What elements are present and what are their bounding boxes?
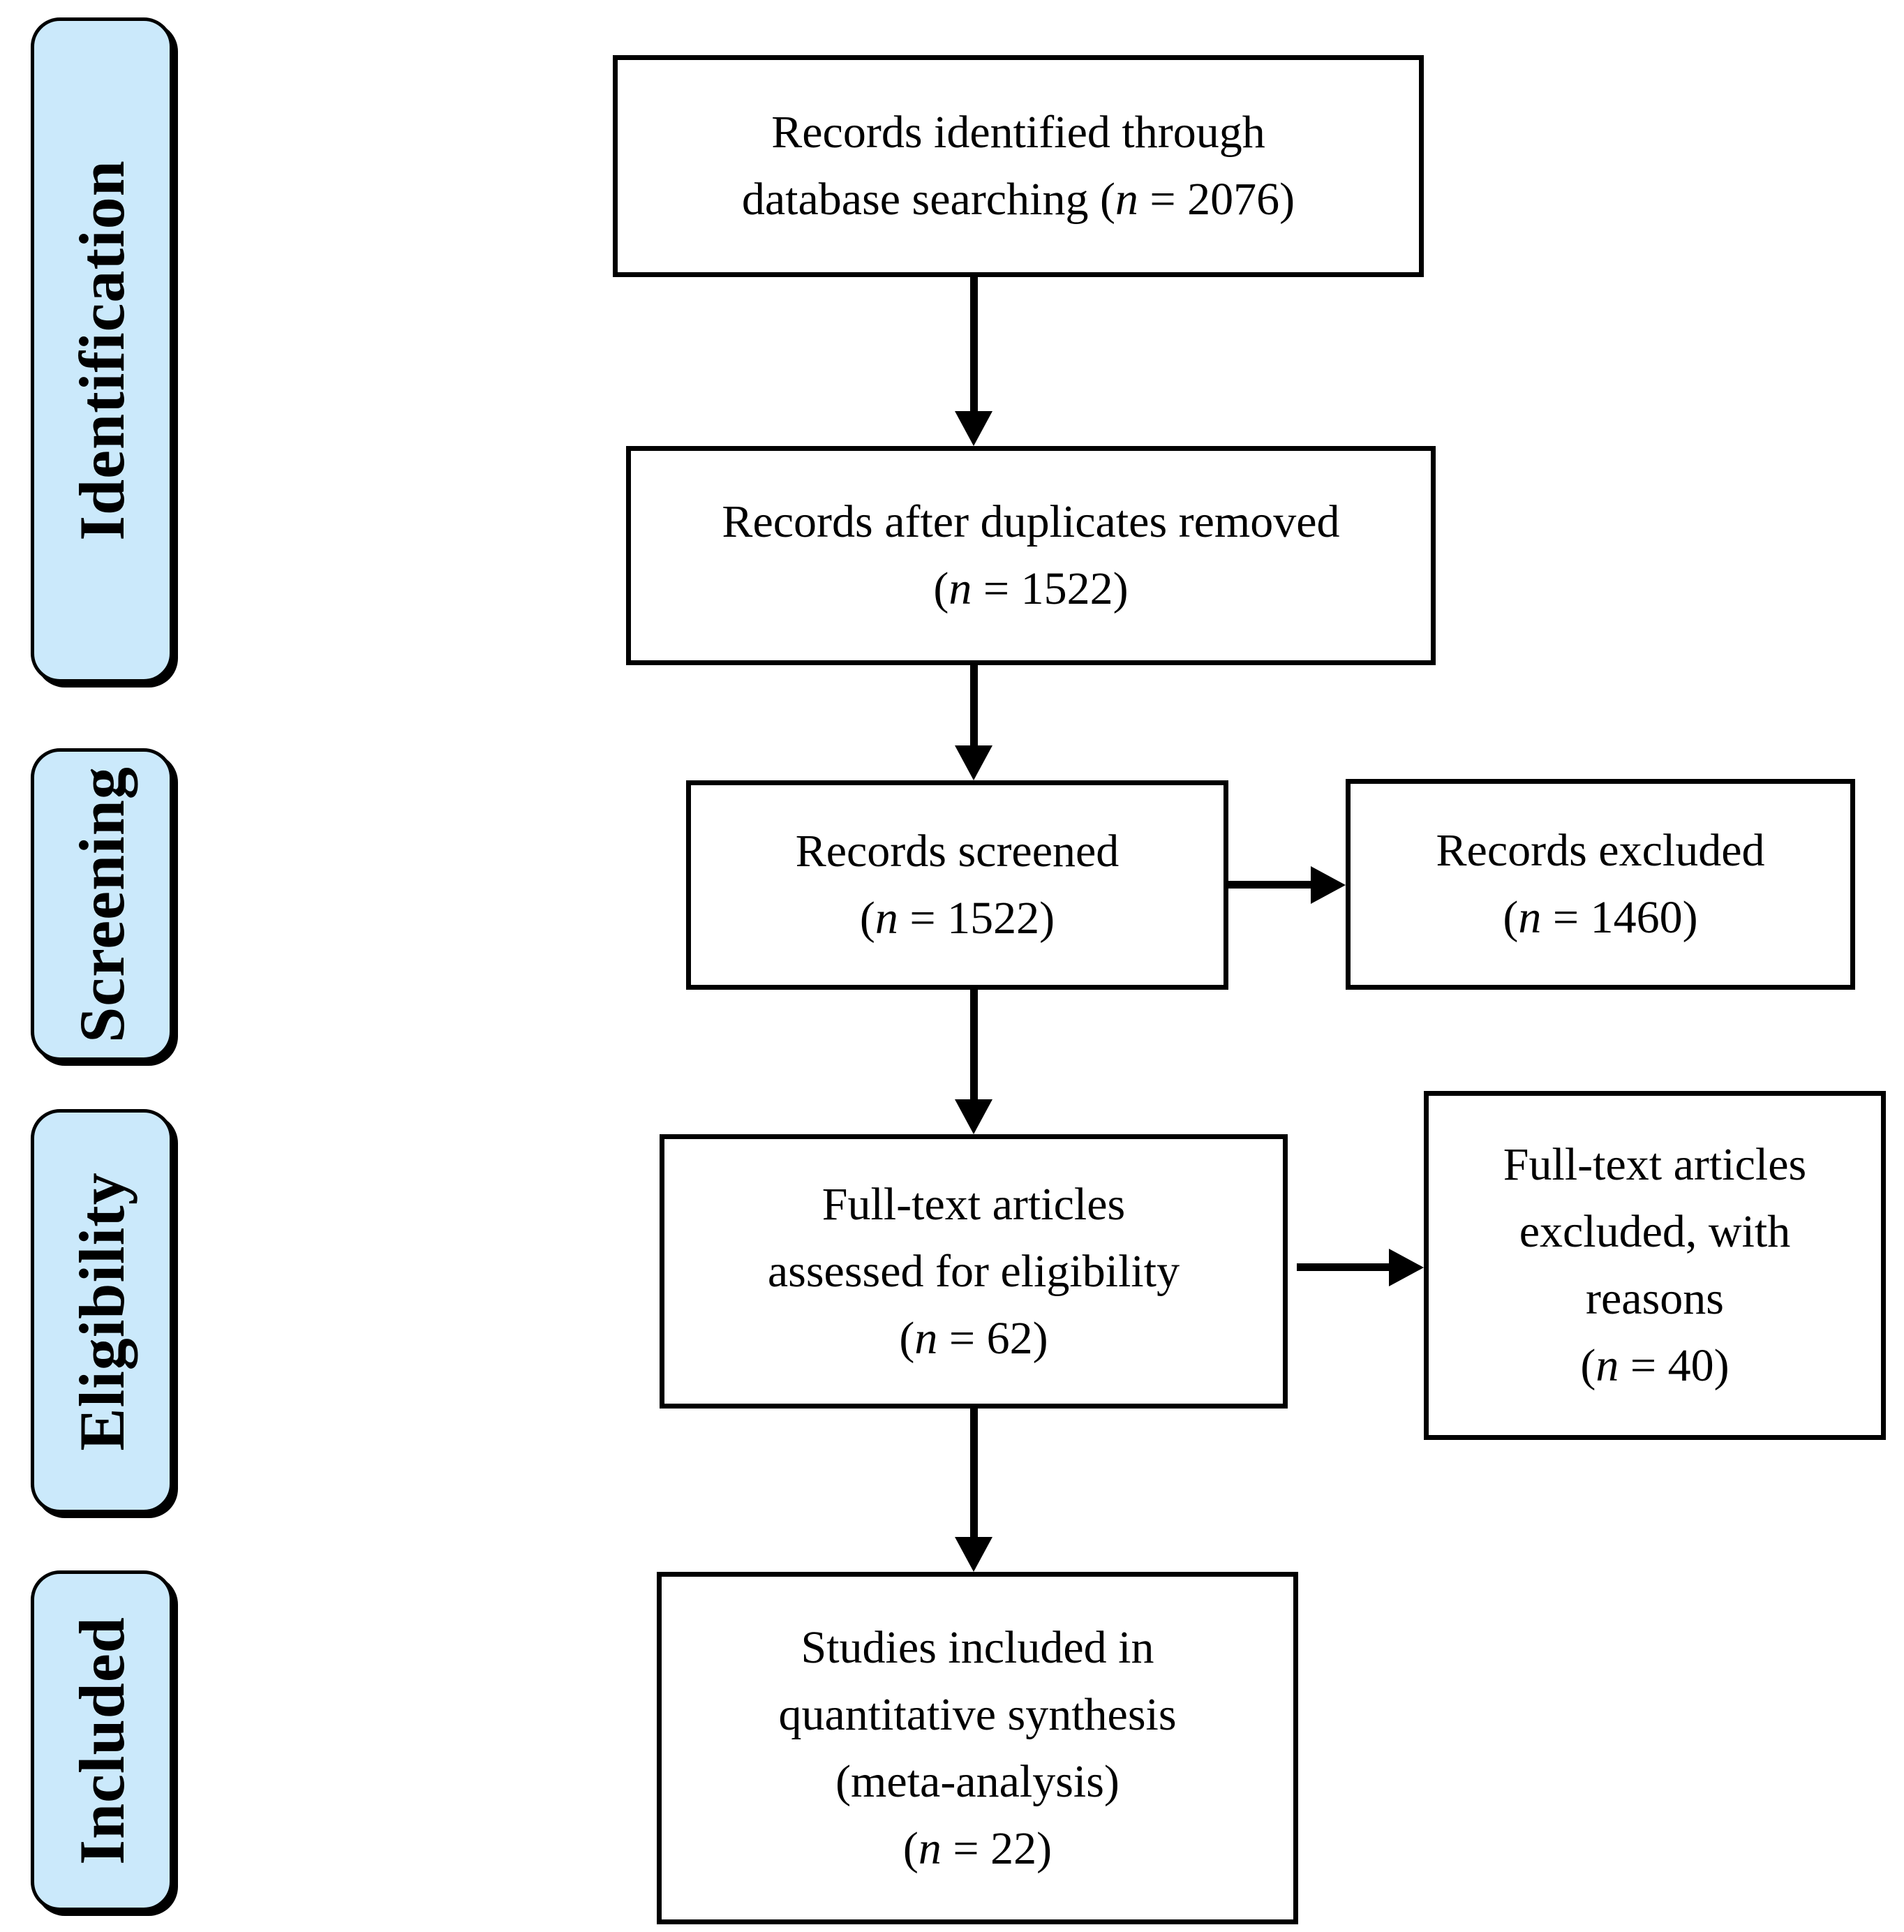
arrow-head-right-icon [1311, 866, 1346, 904]
box-records-excluded: Records excluded(n = 1460) [1346, 779, 1855, 990]
box-records-after-duplicates-removed: Records after duplicates removed(n = 152… [626, 446, 1436, 665]
arrow-shaft [970, 277, 978, 415]
arrow-head-down-icon [955, 1099, 992, 1134]
stage-eligibility: Eligibility [31, 1109, 173, 1513]
arrow-head-right-icon [1389, 1249, 1424, 1286]
stage-eligibility-label: Eligibility [66, 1171, 137, 1451]
arrow-head-down-icon [955, 745, 992, 780]
stage-identification-label: Identification [66, 159, 137, 541]
stage-screening: Screening [31, 748, 173, 1061]
arrow-shaft [970, 1409, 978, 1540]
arrow-shaft [1297, 1263, 1392, 1271]
stage-included-label: Included [66, 1617, 138, 1865]
arrow-head-down-icon [955, 411, 992, 446]
stage-screening-label: Screening [66, 766, 138, 1043]
box-records-excluded-text: Records excluded(n = 1460) [1436, 825, 1765, 943]
arrow-shaft [1228, 881, 1314, 889]
stage-identification: Identification [31, 17, 173, 683]
arrow-shaft [970, 665, 978, 749]
stage-included: Included [31, 1570, 173, 1911]
arrow-head-down-icon [955, 1537, 992, 1572]
box-records-after-duplicates-removed-text: Records after duplicates removed(n = 152… [722, 496, 1340, 614]
box-records-screened-text: Records screened(n = 1522) [795, 826, 1120, 944]
arrow-shaft [970, 990, 978, 1103]
box-records-screened: Records screened(n = 1522) [686, 780, 1228, 990]
